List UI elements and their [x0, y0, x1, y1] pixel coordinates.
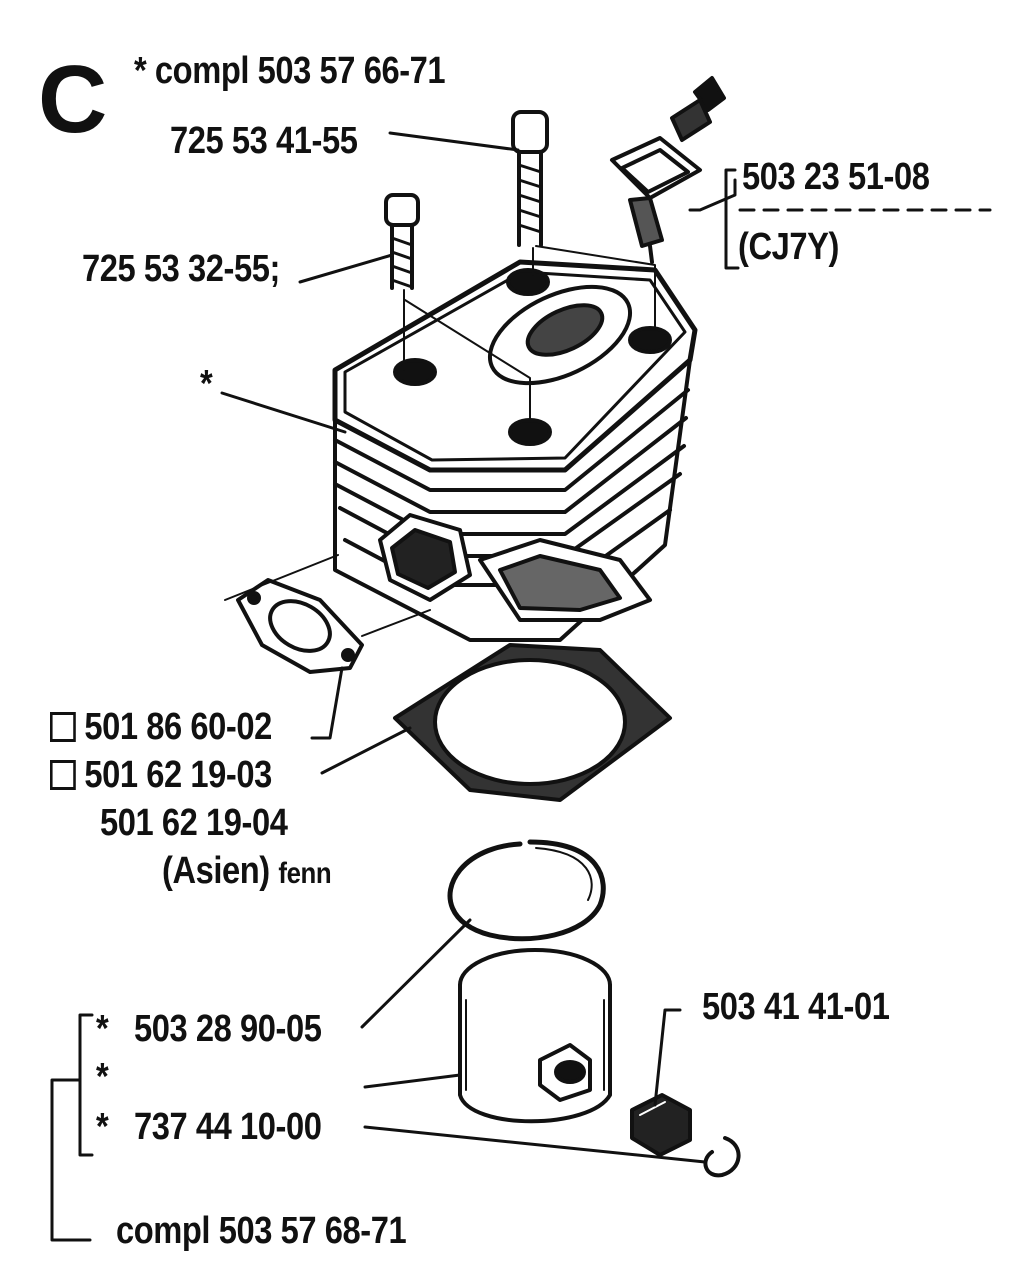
- piston-icon: [458, 948, 612, 1124]
- cylinder-complete-label: * compl 503 57 66-71: [134, 50, 446, 92]
- circlip-icon: [703, 1136, 741, 1178]
- needle-bearing-icon: [630, 1093, 692, 1157]
- piston-pin-bearing-label: 503 41 41-01: [702, 986, 890, 1028]
- piston-star-label: *: [96, 1056, 109, 1098]
- section-letter: C: [38, 46, 108, 153]
- checkbox-square-icon: [50, 712, 76, 742]
- screw-short-label: 725 53 32-55;: [82, 248, 280, 290]
- gasket-base-region-note: fenn: [278, 857, 332, 890]
- gasket-base-region: (Asien): [162, 850, 270, 892]
- piston-ring-icon: [447, 839, 606, 942]
- base-gasket-icon: [393, 643, 672, 802]
- gasket-base-region-label: (Asien) fenn: [162, 850, 332, 892]
- gasket-base-alt-label: 501 62 19-04: [100, 802, 288, 844]
- exhaust-gasket-icon: [236, 578, 364, 674]
- piston-complete-label: compl 503 57 68-71: [116, 1210, 407, 1252]
- long-bolt-icon: [511, 110, 549, 247]
- gasket-exhaust-number: 501 86 60-02: [84, 706, 272, 748]
- gasket-base-number: 501 62 19-03: [84, 754, 272, 796]
- piston-ring-star-label: *: [96, 1008, 109, 1050]
- cylinder-star-label: *: [200, 363, 213, 405]
- piston-ring-label: 503 28 90-05: [134, 1008, 322, 1050]
- gasket-base-label: 501 62 19-03: [50, 756, 272, 794]
- gasket-exhaust-label: 501 86 60-02: [50, 708, 272, 746]
- cylinder-icon: [332, 259, 698, 642]
- leader-lines: [50, 131, 992, 1242]
- short-bolt-icon: [384, 193, 420, 290]
- screw-long-label: 725 53 41-55: [170, 120, 358, 162]
- piston-pin-star-label: *: [96, 1106, 109, 1148]
- spark-plug-type-label: (CJ7Y): [738, 226, 839, 268]
- circlip-label: 737 44 10-00: [134, 1106, 322, 1148]
- spark-plug-label: 503 23 51-08: [742, 156, 930, 198]
- spark-plug-icon: [610, 76, 726, 264]
- checkbox-square-icon: [50, 760, 76, 790]
